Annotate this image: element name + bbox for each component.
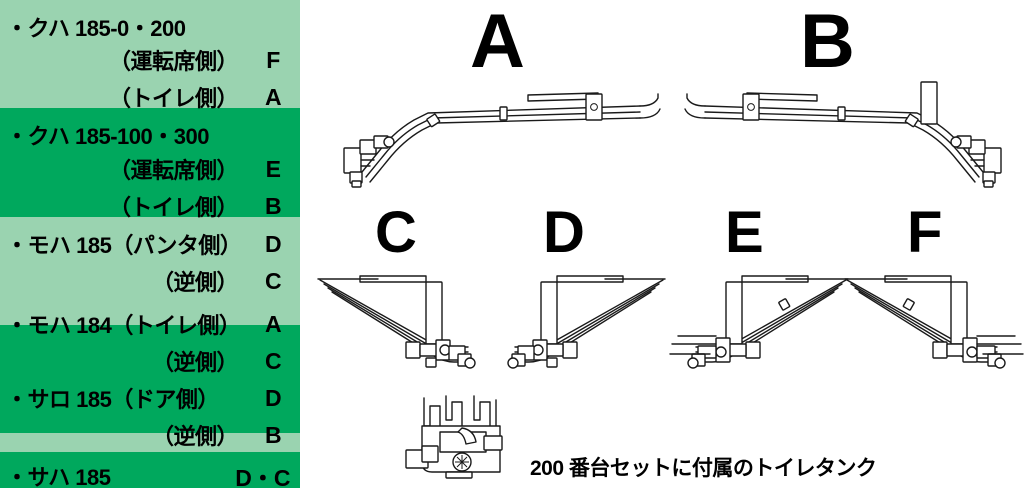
diagram-letter-d: D xyxy=(543,200,585,265)
legend-row-label: ・モハ 184（トイレ側） xyxy=(6,313,241,338)
diagram-a-drawing xyxy=(340,76,661,188)
legend-row: ・モハ 184（トイレ側） A xyxy=(0,297,300,351)
legend-row: （逆側） C xyxy=(0,334,300,388)
legend-row: ・サロ 185（ドア側） D xyxy=(0,371,300,425)
legend-row-code: B xyxy=(264,192,282,219)
legend-row-label: （逆側） xyxy=(151,350,239,375)
legend-band-5 xyxy=(0,452,300,488)
diagram-f-drawing xyxy=(844,266,1024,372)
legend-band-3 xyxy=(0,325,300,433)
toilet-tank-drawing xyxy=(400,386,518,486)
legend-row: （運転席側） F xyxy=(0,33,300,87)
legend-row: ・クハ 185-0・200 xyxy=(0,0,300,54)
legend-row-label: ・モハ 185（パンタ側） xyxy=(6,233,242,258)
screenshot-root: ・クハ 185-0・200 （運転席側） F （トイレ側） A ・クハ 185-100・3… xyxy=(0,0,1024,491)
legend-band-4 xyxy=(0,433,300,452)
legend-band-0 xyxy=(0,0,300,108)
legend-row-label: ・クハ 185-0・200 xyxy=(6,16,186,41)
legend-row-label: （運転席側） xyxy=(108,158,239,183)
legend-row-code: B xyxy=(264,421,282,448)
legend-row-label: （運転席側） xyxy=(108,49,239,74)
legend-row: （運転席側） E xyxy=(0,142,300,196)
legend-row-code: D・C xyxy=(235,465,290,491)
diagram-letter-f: F xyxy=(907,200,943,265)
legend-row-code: A xyxy=(264,310,282,337)
diagram-letter-e: E xyxy=(725,200,764,265)
diagram-letter-a: A xyxy=(470,0,525,84)
legend-band-2 xyxy=(0,217,300,325)
legend-row-code: A xyxy=(264,83,282,110)
parts-diagram-panel: A B C D E F xyxy=(300,0,1024,488)
legend-row-code: F xyxy=(266,46,280,73)
diagram-c-drawing xyxy=(317,266,493,372)
diagram-e-drawing xyxy=(668,266,849,372)
legend-row-label: ・サハ 185 xyxy=(6,465,111,490)
car-type-legend-panel: ・クハ 185-0・200 （運転席側） F （トイレ側） A ・クハ 185-100・3… xyxy=(0,0,300,491)
legend-row-label: ・クハ 185-100・300 xyxy=(6,124,209,149)
legend-row-code: C xyxy=(264,267,282,294)
legend-row: ・クハ 185-100・300 xyxy=(0,108,300,162)
legend-row-label: （逆側） xyxy=(151,270,239,295)
legend-row-label: （逆側） xyxy=(151,424,239,449)
diagram-b-drawing xyxy=(684,76,1005,188)
toilet-tank-caption: 200 番台セットに付属のトイレタンク xyxy=(530,457,877,480)
legend-row: （トイレ側） B xyxy=(0,179,300,233)
legend-row-code: E xyxy=(265,155,281,182)
legend-row-code: C xyxy=(264,347,282,374)
legend-row: （逆側） B xyxy=(0,408,300,462)
legend-row: （トイレ側） A xyxy=(0,70,300,124)
legend-row-label: （トイレ側） xyxy=(108,195,239,220)
legend-row-code: D xyxy=(264,384,282,411)
legend-row: ・サハ 185 D・C xyxy=(0,449,300,503)
diagram-letter-b: B xyxy=(800,0,855,84)
legend-row-code: D xyxy=(264,230,282,257)
legend-row: （逆側） C xyxy=(0,254,300,308)
diagram-letter-c: C xyxy=(375,200,417,265)
legend-band-1 xyxy=(0,108,300,217)
legend-row-label: ・サロ 185（ドア側） xyxy=(6,387,219,412)
diagram-d-drawing xyxy=(490,266,666,372)
legend-row-label: （トイレ側） xyxy=(108,86,239,111)
legend-row: ・モハ 185（パンタ側） D xyxy=(0,217,300,271)
